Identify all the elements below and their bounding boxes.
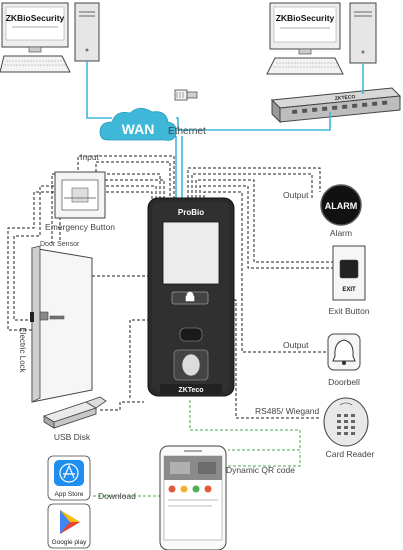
card-reader-label: Card Reader	[326, 449, 375, 459]
right-server-software-label: ZKBioSecurity	[276, 13, 335, 23]
doorbell-icon	[327, 333, 361, 371]
network-cabling	[86, 61, 364, 198]
electric-lock-label: Electric Lock	[18, 327, 27, 373]
input-label: Input	[80, 152, 100, 162]
door-icon	[30, 245, 93, 403]
ethernet-label: Ethernet	[168, 126, 206, 137]
right-keyboard	[266, 57, 344, 75]
door-sensor-label: Door Sensor	[40, 241, 80, 248]
terminal-model-label: ProBio	[178, 208, 204, 217]
left-keyboard	[0, 55, 71, 73]
exit-button-label: Exit Button	[328, 306, 369, 316]
ethernet-connector-icon	[174, 89, 198, 101]
terminal-screen	[162, 221, 220, 285]
emergency-button-device	[54, 171, 106, 219]
fingerprint-icon	[181, 353, 201, 377]
output-alarm-label: Output	[283, 190, 309, 200]
qr-link-lines	[93, 400, 301, 497]
rs485-wiegand-label: RS485/ Wiegand	[255, 406, 320, 416]
emergency-button-label: Emergency Button	[45, 222, 115, 232]
smartphone-icon	[159, 445, 227, 550]
app-store-icon[interactable]: App Store	[47, 455, 91, 501]
card-reader-device	[323, 397, 369, 447]
alarm-siren-text: ALARM	[325, 201, 358, 211]
alarm-icon: ALARM	[320, 184, 362, 226]
probio-terminal: ProBio ZKTeco	[147, 197, 235, 397]
google-play-label: Google play	[52, 539, 87, 546]
wan-label: WAN	[122, 121, 155, 137]
exit-text: EXIT	[342, 287, 356, 293]
right-server-computer: ZKBioSecurity	[266, 2, 377, 75]
lock-icon	[185, 291, 195, 302]
left-server-software-label: ZKBioSecurity	[6, 13, 65, 23]
doorbell-label: Doorbell	[328, 377, 360, 387]
usb-disk-label: USB Disk	[54, 432, 91, 442]
app-store-label: App Store	[55, 491, 84, 498]
network-switch: ZKTECO	[270, 87, 402, 124]
right-monitor-screen	[273, 6, 337, 43]
device-wiring	[7, 155, 333, 419]
left-monitor-screen	[5, 6, 65, 41]
terminal-brand-logo: ZKTeco	[178, 387, 203, 394]
usb-disk-icon	[42, 396, 107, 429]
google-play-icon[interactable]: Google play	[47, 503, 91, 549]
output-doorbell-label: Output	[283, 340, 309, 350]
exit-button-device: EXIT	[332, 245, 366, 301]
left-server-computer: ZKBioSecurity	[0, 2, 100, 73]
download-label: Download	[98, 491, 136, 501]
dynamic-qr-code-label: Dynamic QR code	[226, 465, 295, 475]
alarm-label: Alarm	[330, 228, 352, 238]
switch-brand-label: ZKTECO	[335, 94, 356, 102]
wan-cloud: WAN	[99, 107, 177, 141]
